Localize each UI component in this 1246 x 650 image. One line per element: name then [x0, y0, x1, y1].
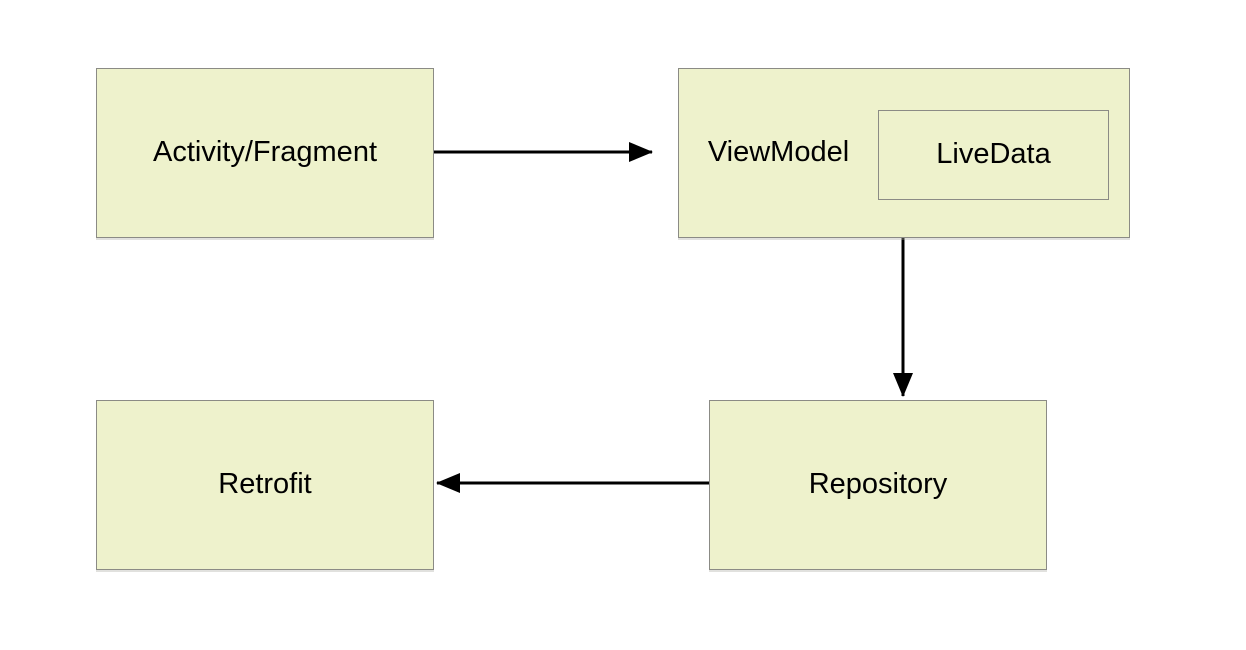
node-livedata-label: LiveData	[936, 138, 1051, 171]
node-viewmodel-label: ViewModel	[707, 136, 850, 169]
node-retrofit: Retrofit	[96, 400, 434, 570]
node-livedata: LiveData	[878, 110, 1109, 200]
node-repository: Repository	[709, 400, 1047, 570]
node-retrofit-label: Retrofit	[218, 468, 312, 501]
node-repository-label: Repository	[808, 468, 948, 501]
viewmodel-label-area: ViewModel	[679, 69, 878, 237]
node-viewmodel: ViewModel LiveData	[678, 68, 1130, 238]
node-activity-fragment: Activity/Fragment	[96, 68, 434, 238]
node-activity-fragment-label: Activity/Fragment	[153, 136, 377, 169]
